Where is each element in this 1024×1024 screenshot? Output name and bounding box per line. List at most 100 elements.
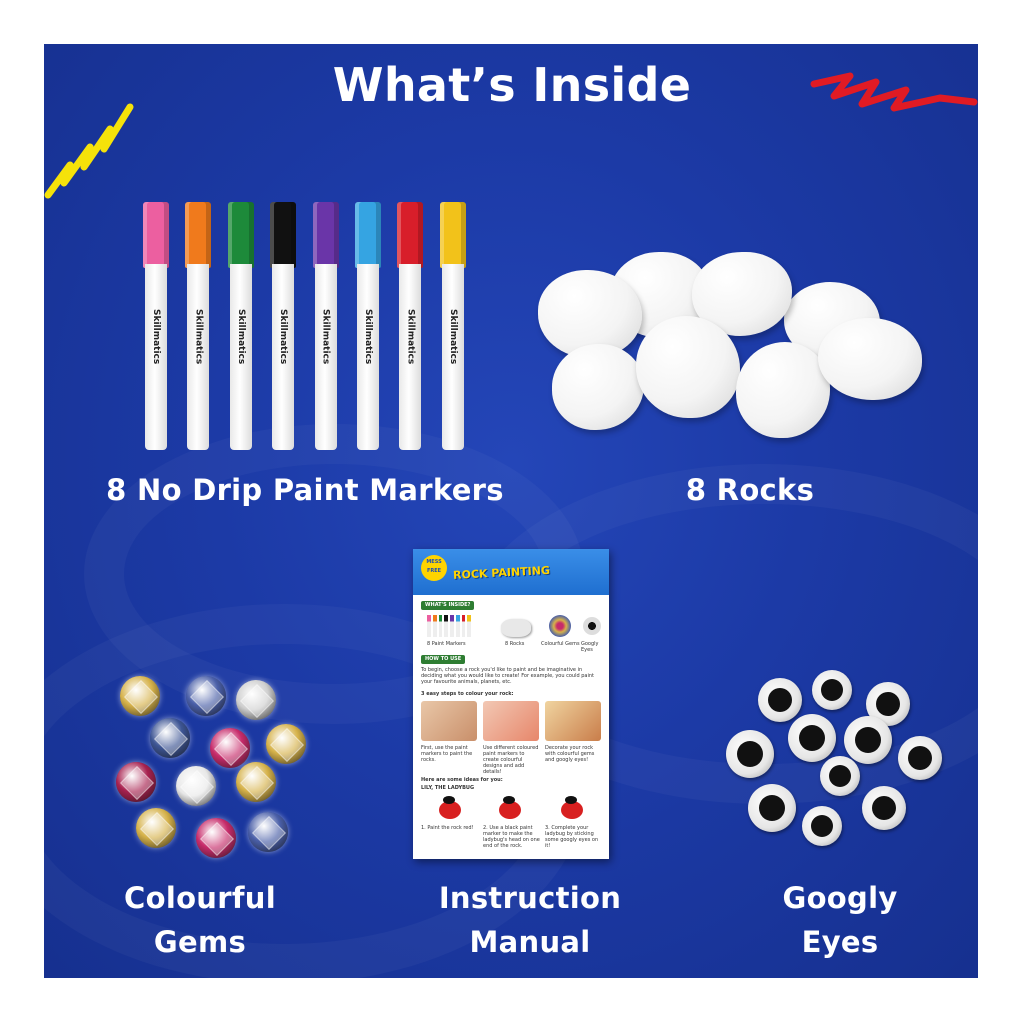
marker-brand: Skillmatics (235, 309, 246, 365)
gem (266, 724, 306, 764)
gem (196, 818, 236, 858)
manual-idea-step-1: 1. Paint the rock red! (421, 825, 474, 831)
manual-title: ROCK PAINTING (452, 563, 551, 582)
page-title: What’s Inside (332, 58, 692, 112)
manual-intro: To begin, choose a rock you'd like to pa… (421, 667, 595, 685)
manual-step-2: Use different coloured paint markers to … (483, 745, 539, 775)
manual-inv-4: Googly Eyes (581, 641, 599, 653)
gem (176, 766, 216, 806)
manual-gems-thumb (549, 615, 571, 637)
gem (136, 808, 176, 848)
manual-rocks-thumb (501, 619, 531, 637)
googly-eye (802, 806, 842, 846)
manual-inv-3: Colourful Gems (541, 641, 580, 647)
marker-body (187, 264, 210, 450)
marker-cap (439, 202, 466, 268)
googly-eye (862, 786, 906, 830)
pupil (908, 746, 932, 770)
manual-whats-inside: WHAT'S INSIDE? (421, 601, 475, 610)
marker-body (399, 264, 422, 450)
gem (236, 762, 276, 802)
rocks-label: 8 Rocks (685, 473, 815, 507)
manual-step-photo-1 (421, 701, 477, 741)
rock (736, 342, 830, 438)
marker-cap (143, 202, 169, 268)
rock (552, 344, 644, 430)
eyes-label-line2: Eyes (801, 925, 879, 959)
manual-idea-step-2: 2. Use a black paint marker to make the … (483, 825, 540, 849)
googly-eye (788, 714, 836, 762)
marker-body (272, 264, 295, 450)
manual-step-3: Decorate your rock with colourful gems a… (545, 745, 595, 763)
instruction-manual-image: MESS FREE ROCK PAINTING WHAT'S INSIDE? 8… (413, 549, 609, 859)
paint-marker: Skillmatics (270, 202, 297, 450)
pupil (737, 741, 763, 767)
marker-cap (312, 202, 339, 268)
gem (116, 762, 156, 802)
rock (636, 316, 740, 418)
paint-marker: Skillmatics (227, 202, 254, 450)
manual-idea-step-3: 3. Complete your ladybug by sticking som… (545, 825, 599, 849)
marker-brand: Skillmatics (193, 309, 204, 365)
manual-steps-heading: 3 easy steps to colour your rock: (421, 691, 514, 697)
marker-cap (270, 202, 297, 268)
marker-cap (397, 202, 424, 268)
paint-marker: Skillmatics (143, 202, 169, 450)
yellow-scribble-icon (44, 103, 134, 199)
manual-label: Instruction Manual (400, 876, 660, 964)
marker-brand: Skillmatics (151, 309, 161, 365)
marker-body (357, 264, 379, 450)
red-scribble-icon (810, 72, 978, 112)
pupil (811, 815, 833, 837)
googly-eye (748, 784, 796, 832)
manual-step-photo-2 (483, 701, 539, 741)
manual-badge: MESS FREE (421, 555, 447, 581)
pupil (872, 796, 896, 820)
manual-eyes-thumb (583, 617, 601, 635)
marker-cap (185, 202, 212, 268)
marker-brand: Skillmatics (363, 309, 373, 365)
marker-cap (227, 202, 254, 268)
markers-label: 8 No Drip Paint Markers (106, 473, 504, 507)
manual-step-photo-3 (545, 701, 601, 741)
manual-header: MESS FREE ROCK PAINTING (413, 549, 609, 595)
manual-ideas-heading: Here are some ideas for you: (421, 777, 503, 783)
gem (120, 676, 160, 716)
marker-brand: Skillmatics (447, 309, 458, 365)
ladybug-icon (439, 796, 461, 819)
googly-eye (866, 682, 910, 726)
pupil (829, 765, 851, 787)
marker-body (314, 264, 337, 450)
paint-marker: Skillmatics (355, 202, 381, 450)
paint-marker: Skillmatics (312, 202, 339, 450)
marker-brand: Skillmatics (278, 309, 289, 365)
googly-eye (726, 730, 774, 778)
gem (236, 680, 276, 720)
googly-eye (758, 678, 802, 722)
marker-body (229, 264, 252, 450)
manual-inv-1: 8 Paint Markers (427, 641, 466, 647)
manual-inv-2: 8 Rocks (505, 641, 525, 647)
rock (818, 318, 922, 400)
marker-body (441, 264, 464, 450)
ladybug-icon (499, 796, 521, 819)
marker-brand: Skillmatics (320, 309, 331, 365)
pupil (821, 679, 843, 701)
pupil (759, 795, 785, 821)
gem (210, 728, 250, 768)
marker-body (145, 264, 167, 450)
gem (248, 812, 288, 852)
marker-cap (355, 202, 381, 268)
gem (150, 718, 190, 758)
marker-brand: Skillmatics (405, 309, 416, 365)
rock (538, 270, 642, 358)
eyes-label-line1: Googly (782, 881, 898, 915)
pupil (768, 688, 792, 712)
manual-markers-thumb (427, 615, 471, 637)
manual-idea-title: LILY, THE LADYBUG (421, 785, 475, 791)
paint-marker: Skillmatics (185, 202, 212, 450)
pupil (799, 725, 825, 751)
googly-eye (820, 756, 860, 796)
pupil (876, 692, 900, 716)
paint-marker: Skillmatics (397, 202, 424, 450)
